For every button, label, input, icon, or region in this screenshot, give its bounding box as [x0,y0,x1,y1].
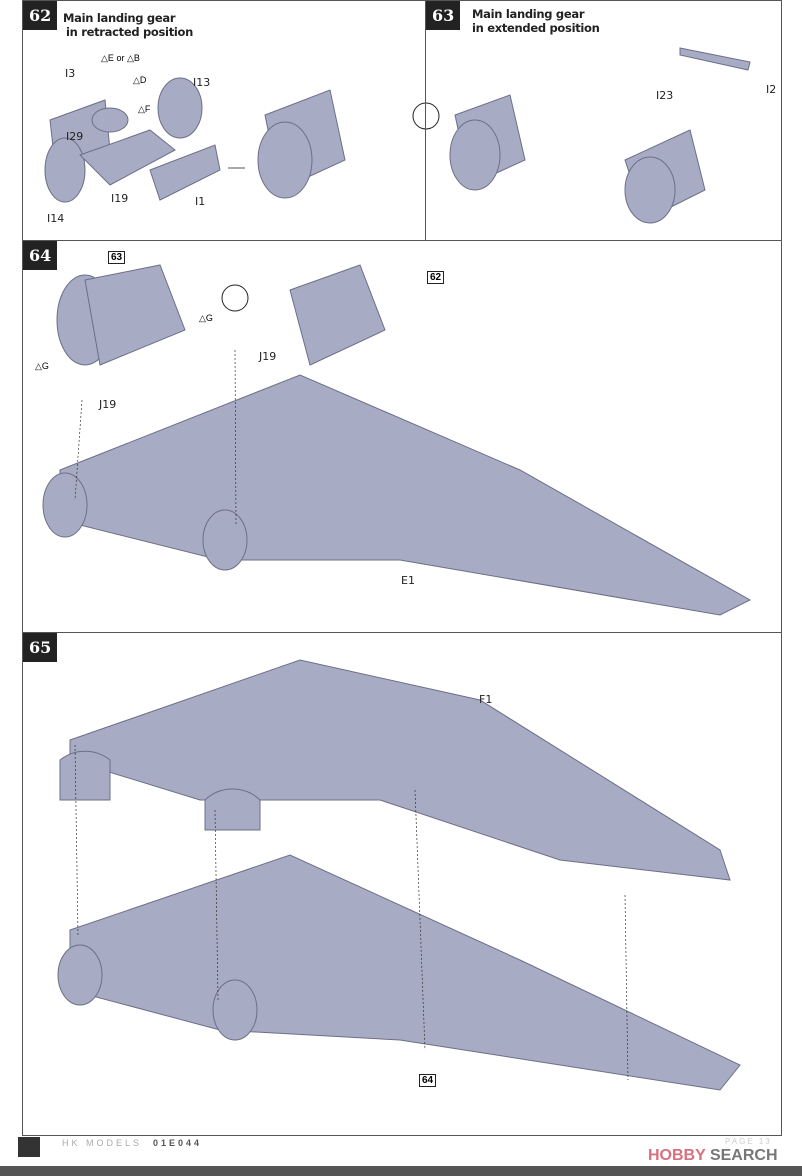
paint-ref: △F [138,104,151,114]
part-label: I13 [193,76,211,89]
paint-ref: △G [199,313,213,323]
step-ref: 64 [419,1074,437,1087]
part-label: I1 [195,195,206,208]
hobby-search-watermark: HOBBY SEARCH [648,1147,778,1164]
bottom-bar [0,1166,802,1176]
part-i19 [79,129,176,186]
part-label: F1 [479,693,493,706]
part-label: I14 [47,212,65,225]
part-i1 [149,144,221,201]
rotate-icon [412,102,440,130]
nacelle-cover-outer [204,788,261,831]
part-i2 [679,47,751,71]
paint-ref: △E or △B [101,53,140,63]
step-65-panel: 65 F1 64 [22,632,782,1136]
nacelle-63b-front [624,156,676,224]
step-ref: 63 [108,251,126,264]
guide-lines [74,349,629,1081]
footer-brand: HK MODELS 01E044 [62,1138,203,1148]
part-label: J19 [259,350,277,363]
step-title: Main landing gear in extended position [472,7,600,35]
nacelle-63a-front [449,119,501,191]
step-64-panel: 64 63 62 J19 J19 E1 △G △G [22,240,782,633]
hk-models-logo [18,1137,40,1157]
page-number: PAGE 13 [725,1137,772,1146]
part-label: I3 [65,67,76,80]
step-number: 62 [23,1,58,30]
step-number: 63 [426,1,461,30]
step-63-panel: 63 Main landing gear in extended positio… [425,0,782,241]
part-i13 [157,77,203,139]
title-line: Main landing gear [472,7,585,21]
part-label: E1 [401,574,415,587]
paint-ref: △G [35,361,49,371]
part-label: I23 [656,89,674,102]
engine-outer [212,979,258,1041]
engine-inner [57,944,103,1006]
step-number: 65 [23,633,58,662]
part-i29 [91,107,129,133]
title-line: Main landing gear [63,11,176,25]
part-label: I19 [111,192,129,205]
part-i14 [44,137,86,203]
subassembly-63-body [84,264,186,366]
title-line: in retracted position [66,25,194,39]
part-label: I2 [766,83,777,96]
part-label: I29 [66,130,84,143]
step-title: Main landing gear in retracted position [63,11,193,39]
part-label: J19 [99,398,117,411]
step-number: 64 [23,241,58,270]
nacelle-62-front [257,121,313,199]
subassembly-64 [69,854,741,1091]
title-line: in extended position [472,21,600,35]
step-ref: 62 [427,271,445,284]
nacelle-outer [202,509,248,571]
step-62-panel: 62 Main landing gear in retracted positi… [22,0,426,241]
nacelle-cover-inner [59,750,111,801]
paint-ref: △D [133,75,147,85]
part-f1 [69,659,731,881]
subassembly-62 [289,264,386,366]
rotate-icon [221,284,249,312]
